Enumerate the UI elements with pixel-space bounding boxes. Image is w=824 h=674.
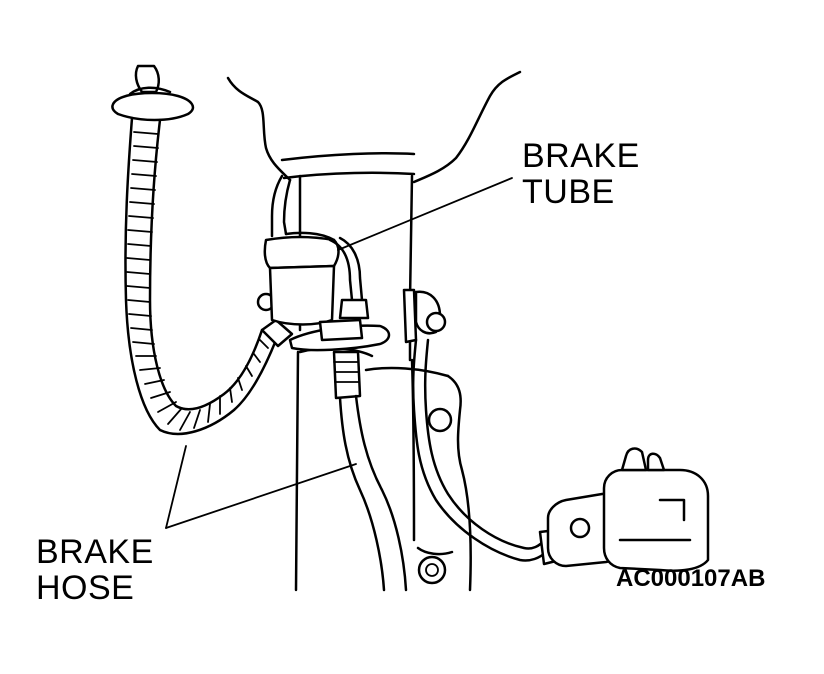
brake-hose-left bbox=[111, 64, 294, 436]
brake-hose-center bbox=[288, 318, 408, 592]
brake-tube-label-line2: TUBE bbox=[522, 173, 615, 211]
leader-lines bbox=[165, 177, 513, 529]
caliper-assembly bbox=[402, 288, 710, 572]
brake-tube-label-line1: BRAKE bbox=[522, 137, 640, 175]
figure-code: AC000107AB bbox=[616, 565, 766, 592]
brake-tube-label: BRAKE TUBE bbox=[522, 138, 640, 210]
brake-hose-label-line1: BRAKE bbox=[36, 533, 154, 571]
brake-hose-label-line2: HOSE bbox=[36, 569, 135, 607]
brake-tube bbox=[263, 174, 370, 326]
brake-hose-label: BRAKE HOSE bbox=[36, 534, 154, 606]
